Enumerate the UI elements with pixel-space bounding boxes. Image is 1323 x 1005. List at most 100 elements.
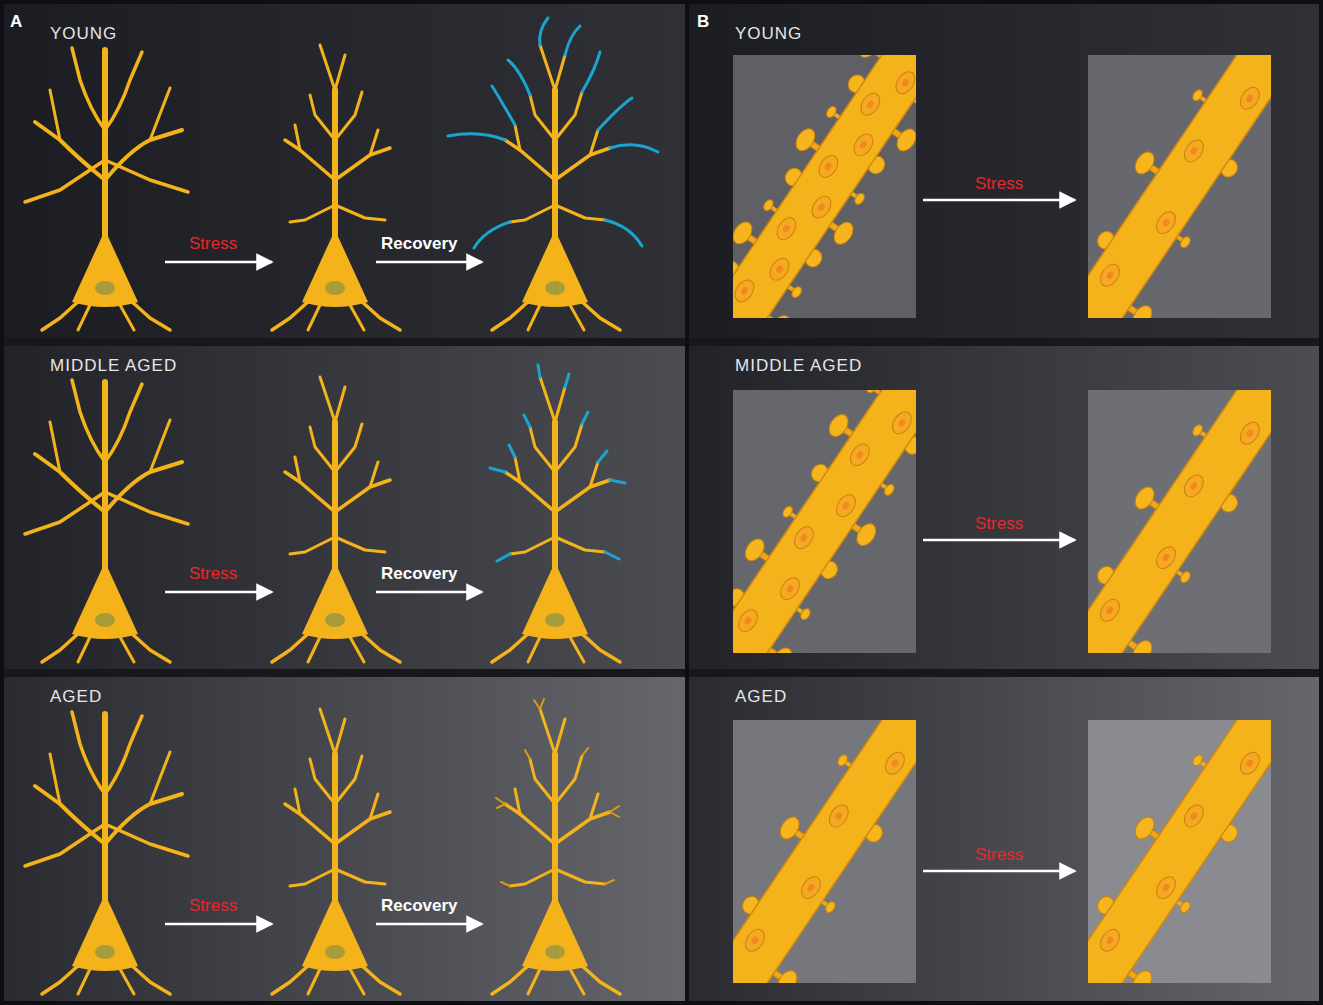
age-band: AGED (689, 677, 1319, 1001)
dendrite (1088, 55, 1271, 318)
spine-shape (742, 926, 769, 955)
spine-shape (1153, 873, 1180, 902)
spine-shape (1245, 93, 1254, 103)
panel-backgrounds (4, 4, 1319, 1001)
spine-shape (1180, 137, 1207, 166)
stress-label: Stress (189, 896, 237, 916)
spine-shape (1189, 481, 1198, 491)
spine-shape (1097, 926, 1124, 955)
spine-shape (1191, 423, 1204, 437)
spine-shape (743, 616, 752, 626)
spine-shape (1153, 543, 1180, 572)
age-band: YOUNG (4, 4, 685, 338)
dendrite (733, 55, 916, 318)
spine-shape (1161, 553, 1170, 563)
spine-shape (791, 523, 818, 552)
spine-shape (824, 900, 837, 914)
spine-shape (1179, 235, 1192, 249)
age-heading: YOUNG (735, 24, 802, 44)
age-band: MIDDLE AGED (689, 346, 1319, 669)
recovery-label: Recovery (381, 896, 458, 916)
spine-shape (773, 214, 800, 243)
age-heading: AGED (735, 687, 787, 707)
spine-shape (740, 286, 749, 296)
stress-label: Stress (975, 845, 1023, 865)
spine-shape (733, 276, 758, 305)
dendrite-shaft (733, 720, 916, 983)
spine-shape (1245, 758, 1254, 768)
spine-shape (1131, 149, 1158, 178)
spine-panel (1088, 55, 1271, 318)
neurons (25, 18, 658, 994)
age-heading: AGED (50, 687, 102, 707)
spine-shape (1191, 753, 1204, 767)
spine-shape (866, 99, 875, 109)
dendrite (733, 720, 916, 983)
dendrite (1088, 720, 1271, 983)
spine-shape (1161, 218, 1170, 228)
spine-panel (733, 390, 916, 653)
dendrite-shaft (1088, 390, 1271, 653)
spine-shape (1245, 428, 1254, 438)
stress-label: Stress (975, 514, 1023, 534)
spine-shape (792, 125, 819, 154)
dendrite-shaft (1088, 55, 1271, 318)
spine-shape (817, 202, 826, 212)
dendrite-shaft (733, 55, 916, 318)
spine-shape (857, 90, 884, 119)
spine-shape (733, 219, 756, 248)
recovery-label: Recovery (381, 234, 458, 254)
spine-shape (890, 758, 899, 768)
spine-panel (733, 55, 916, 318)
spine-shape (766, 255, 793, 284)
figure-panel: AYOUNGMIDDLE AGEDAGED (4, 4, 685, 1001)
spine-shape (882, 749, 909, 778)
spine-shape (889, 408, 916, 437)
spine-shape (776, 814, 803, 843)
arrows (165, 200, 1075, 924)
spine-shape (1161, 883, 1170, 893)
spine-shape (1097, 261, 1124, 290)
stress-label: Stress (189, 564, 237, 584)
spine-shape (846, 440, 873, 469)
age-band: AGED (4, 677, 685, 1001)
spine-shape (853, 192, 866, 206)
spine-panels (660, 0, 1323, 1005)
spine-shape (790, 285, 803, 299)
spine-shape (782, 224, 791, 234)
spine-shape (825, 105, 838, 119)
spine-shape (769, 645, 796, 653)
spine-shape (916, 98, 917, 112)
dendrite-shaft (733, 390, 916, 653)
spine-shape (1191, 88, 1204, 102)
spine-shape (777, 574, 804, 603)
dendrite (1088, 390, 1271, 653)
spine-shape (750, 935, 759, 945)
stress-label: Stress (975, 174, 1023, 194)
dendrite (733, 390, 916, 653)
stress-label: Stress (189, 234, 237, 254)
spine-shape (883, 483, 896, 497)
spine-shape (897, 418, 906, 428)
spine-shape (1153, 208, 1180, 237)
spine-shape (806, 883, 815, 893)
spine-shape (741, 535, 768, 564)
spine-shape (1097, 596, 1124, 625)
recovery-label: Recovery (381, 564, 458, 584)
spine-shape (1237, 419, 1264, 448)
spine-shape (1180, 472, 1207, 501)
spine-shape (774, 967, 801, 983)
spine-shape (798, 873, 825, 902)
dendrite-shaft (1088, 720, 1271, 983)
spine-shape (1131, 814, 1158, 843)
spine-shape (808, 193, 835, 222)
spine-shape (1180, 802, 1207, 831)
age-band: MIDDLE AGED (4, 346, 685, 669)
spine-shape (1129, 967, 1156, 983)
age-heading: MIDDLE AGED (50, 356, 177, 376)
spine-shape (1129, 302, 1156, 318)
age-heading: MIDDLE AGED (735, 356, 862, 376)
panel-letter: B (697, 12, 709, 32)
